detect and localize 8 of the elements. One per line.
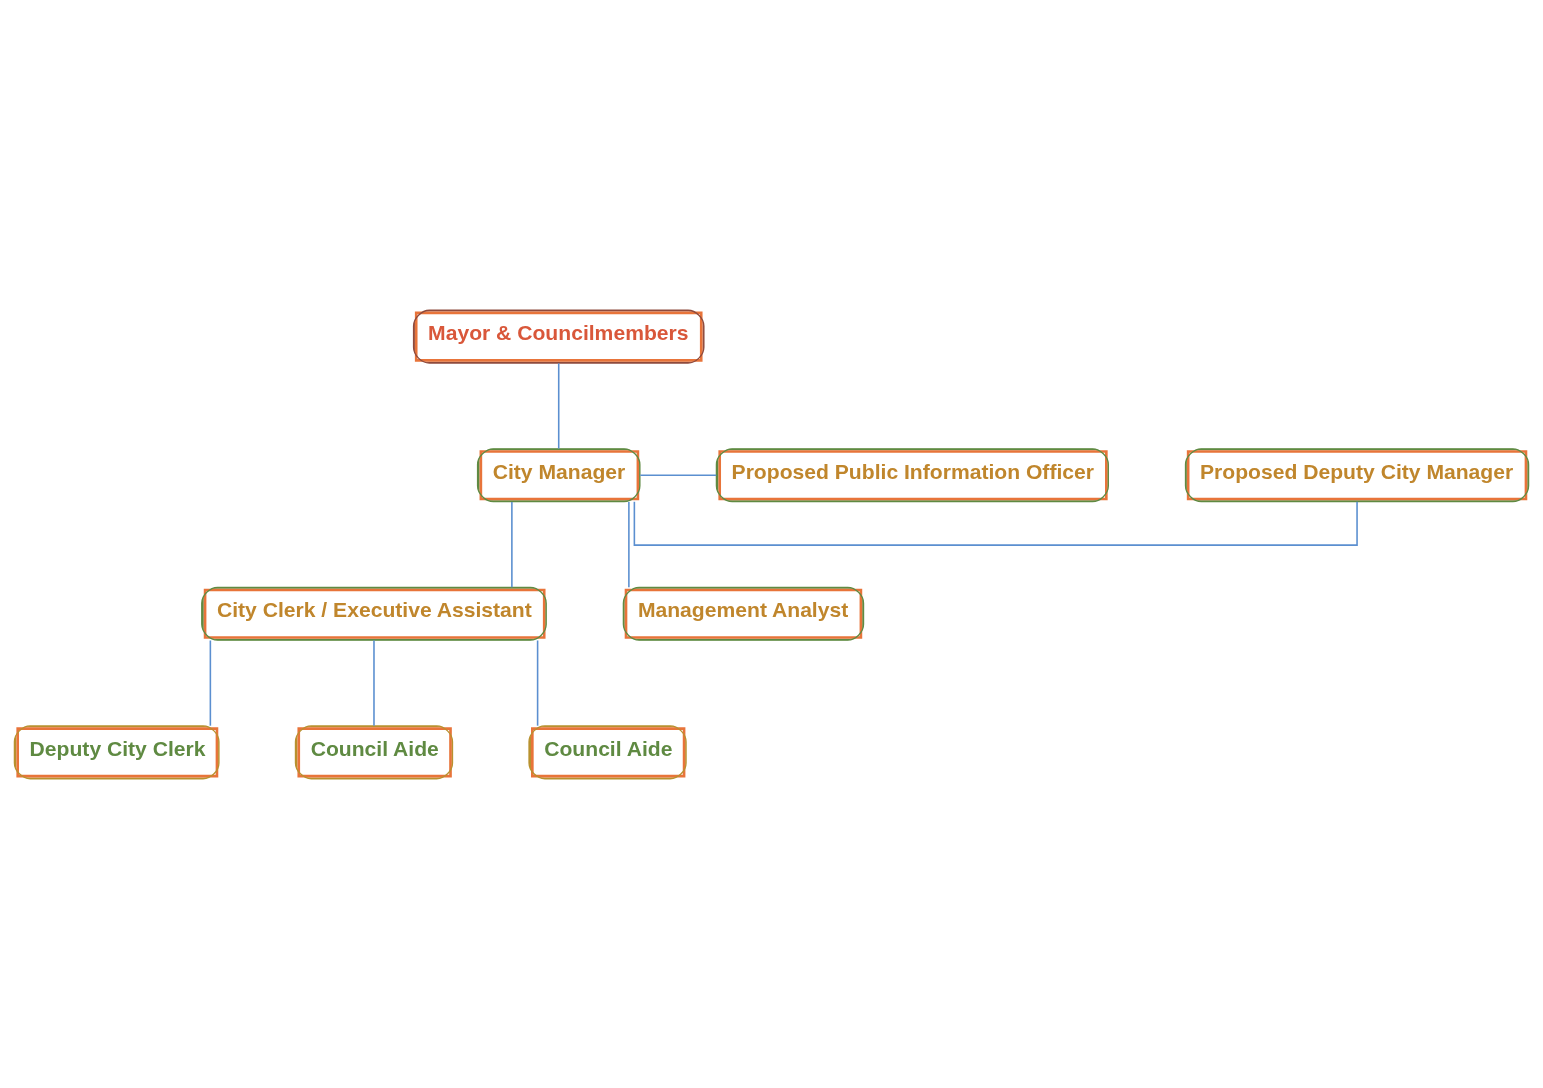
connector [633,500,1358,546]
connector [536,639,539,726]
connector [209,639,212,726]
connector [639,473,717,476]
connector [373,639,375,726]
connector [557,362,560,449]
connector [511,500,513,588]
connector [628,500,630,588]
